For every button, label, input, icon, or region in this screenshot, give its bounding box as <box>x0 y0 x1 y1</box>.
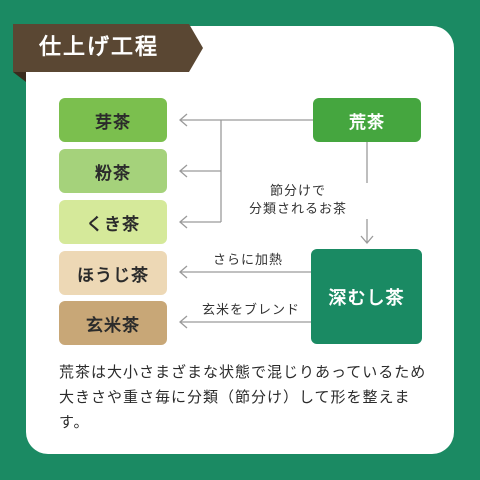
arrowhead-mecha <box>179 113 188 127</box>
arrowhead-houjicha <box>179 265 188 279</box>
label-sorting-line1: 節分けで <box>269 184 326 199</box>
node-aracha: 荒茶 <box>313 98 421 142</box>
node-fukamushi: 深むし茶 <box>311 249 422 344</box>
arrowhead-konacha <box>179 164 188 178</box>
description-text: 荒茶は大小さまざまな状態で混じりあっているため大きさや重さ毎に分類（節分け）して… <box>59 363 427 431</box>
node-mecha: 芽茶 <box>59 98 167 142</box>
arrowhead-kukicha <box>179 215 188 229</box>
banner-fold <box>13 72 26 82</box>
section-title-banner: 仕上げ工程 <box>13 24 203 72</box>
label-sorting: 節分けで 分類されるお茶 <box>228 183 368 219</box>
node-genmaicha: 玄米茶 <box>59 301 167 345</box>
arrowhead-fukamushi <box>360 235 374 244</box>
node-kukicha: くき茶 <box>59 200 167 244</box>
node-houjicha: ほうじ茶 <box>59 251 167 295</box>
label-sorting-line2: 分類されるお茶 <box>248 202 347 217</box>
arrowhead-genmaicha <box>179 315 188 329</box>
label-further-heating: さらに加熱 <box>196 252 300 270</box>
label-genmai-blend: 玄米をブレンド <box>196 302 306 320</box>
node-konacha: 粉茶 <box>59 149 167 193</box>
